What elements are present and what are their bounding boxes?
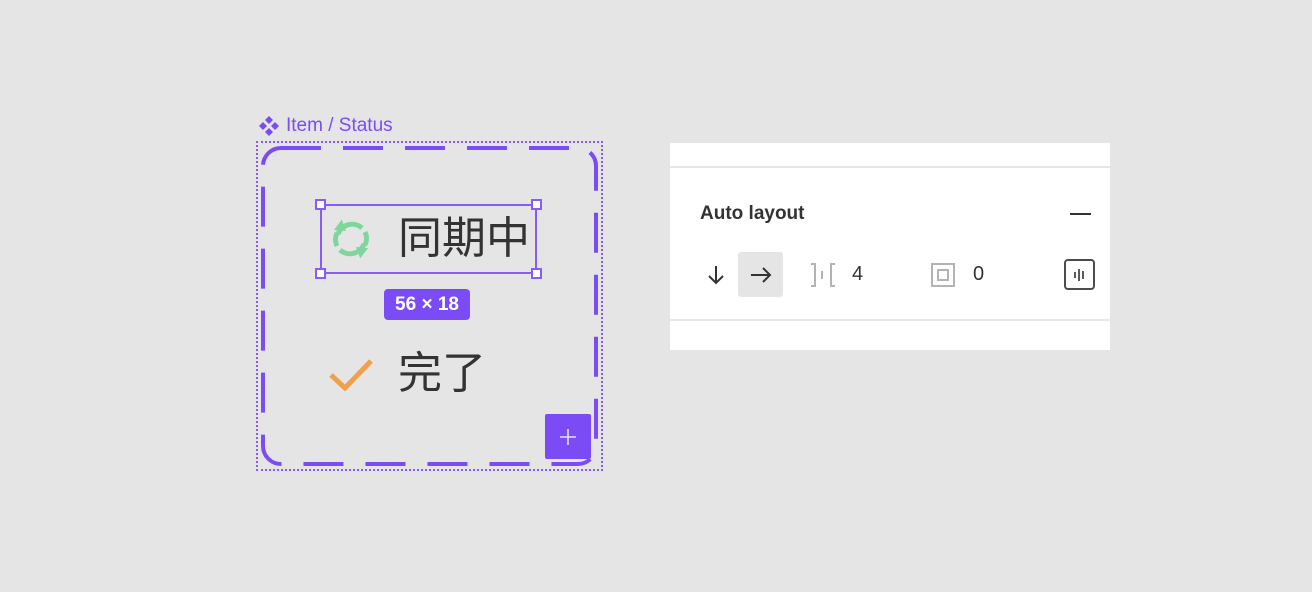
plus-icon: [560, 428, 576, 445]
divider: [670, 319, 1110, 321]
variant-label: 同期中: [398, 213, 530, 264]
padding-icon: [931, 263, 955, 287]
variant-sync[interactable]: 同期中: [328, 210, 530, 268]
component-set-frame[interactable]: [256, 141, 603, 471]
direction-vertical-button[interactable]: [693, 252, 738, 297]
arrow-right-icon: [750, 266, 771, 283]
selection-box[interactable]: [315, 199, 542, 279]
minus-icon: [1069, 213, 1091, 215]
properties-panel: Auto layout 4: [670, 143, 1110, 350]
remove-auto-layout-button[interactable]: [1066, 203, 1094, 225]
divider: [670, 166, 1110, 168]
variant-label: 完了: [398, 348, 486, 399]
padding-input[interactable]: 0: [973, 263, 985, 285]
arrow-down-icon: [707, 265, 724, 284]
component-set-name: Item / Status: [286, 115, 393, 136]
resize-handle-bottom-left[interactable]: [315, 268, 326, 279]
resize-handle-top-left[interactable]: [315, 199, 326, 210]
resize-handle-bottom-right[interactable]: [531, 268, 542, 279]
alignment-icon: [1073, 268, 1084, 281]
alignment-button[interactable]: [1064, 259, 1095, 290]
component-set-label[interactable]: Item / Status: [258, 115, 393, 137]
selection-size-badge: 56 × 18: [384, 289, 470, 320]
variant-done[interactable]: 完了: [328, 345, 486, 403]
resize-handle-top-right[interactable]: [531, 199, 542, 210]
component-set-dashed-border: [261, 146, 598, 466]
sync-icon: [328, 216, 374, 262]
direction-horizontal-button[interactable]: [738, 252, 783, 297]
item-spacing-input[interactable]: 4: [852, 263, 864, 285]
add-variant-button[interactable]: [545, 414, 591, 459]
component-set-icon: [259, 116, 279, 136]
check-icon: [328, 351, 374, 397]
item-spacing-icon: [809, 262, 837, 288]
auto-layout-title: Auto layout: [700, 203, 805, 224]
